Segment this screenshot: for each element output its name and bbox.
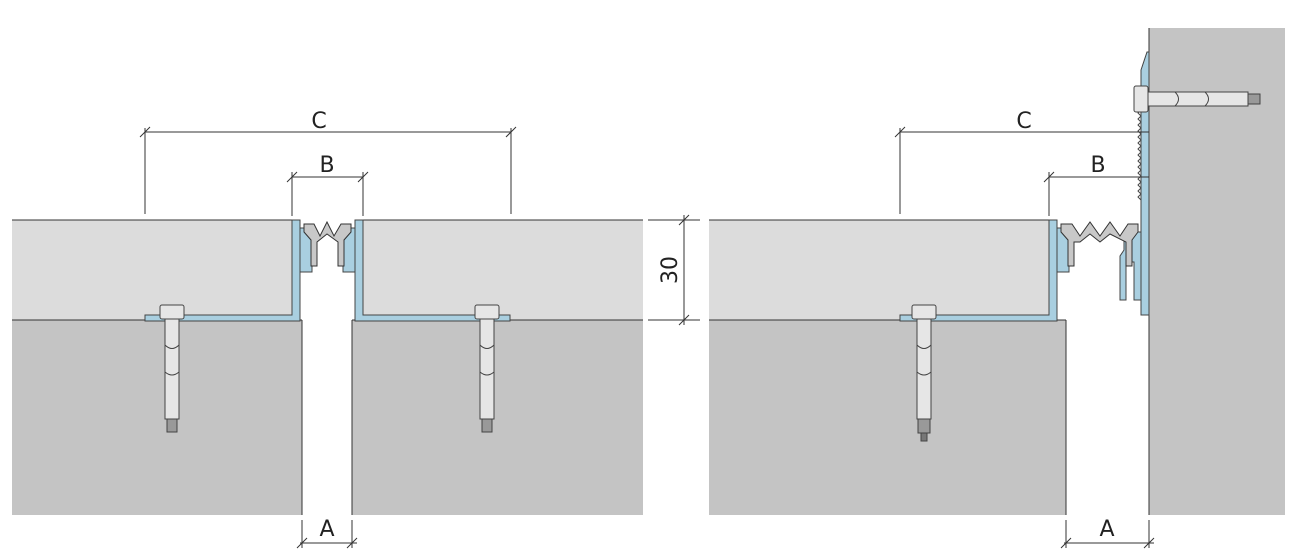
left-dim-c-label: C (311, 109, 326, 134)
left-profile-right (354, 219, 511, 322)
left-anchor-bolt-2 (474, 304, 500, 433)
left-screed-right (361, 220, 643, 320)
right-dim-c-label: C (1016, 109, 1031, 134)
left-profile-left (144, 219, 301, 322)
right-detail: C B A (709, 28, 1285, 549)
right-wall (1149, 28, 1285, 515)
right-seal-insert (1060, 221, 1139, 267)
left-slab-left (12, 320, 302, 515)
right-anchor-bolt-wall (1133, 85, 1261, 113)
right-slab (709, 320, 1066, 515)
dim-thickness-label: 30 (658, 256, 683, 284)
right-anchor-bolt-floor (911, 304, 937, 442)
left-dim-a-label: A (319, 517, 334, 542)
left-anchor-bolt-1 (159, 304, 185, 433)
left-screed-left (12, 220, 294, 320)
right-dim-b-label: B (1090, 153, 1105, 178)
left-seal-insert (303, 220, 352, 267)
right-screed (709, 220, 1051, 320)
left-dim-b-label: B (319, 153, 334, 178)
left-detail: C B A 30 (12, 109, 700, 549)
left-slab-right (352, 320, 643, 515)
right-profile-floor (899, 219, 1058, 322)
right-dim-a-label: A (1099, 517, 1114, 542)
